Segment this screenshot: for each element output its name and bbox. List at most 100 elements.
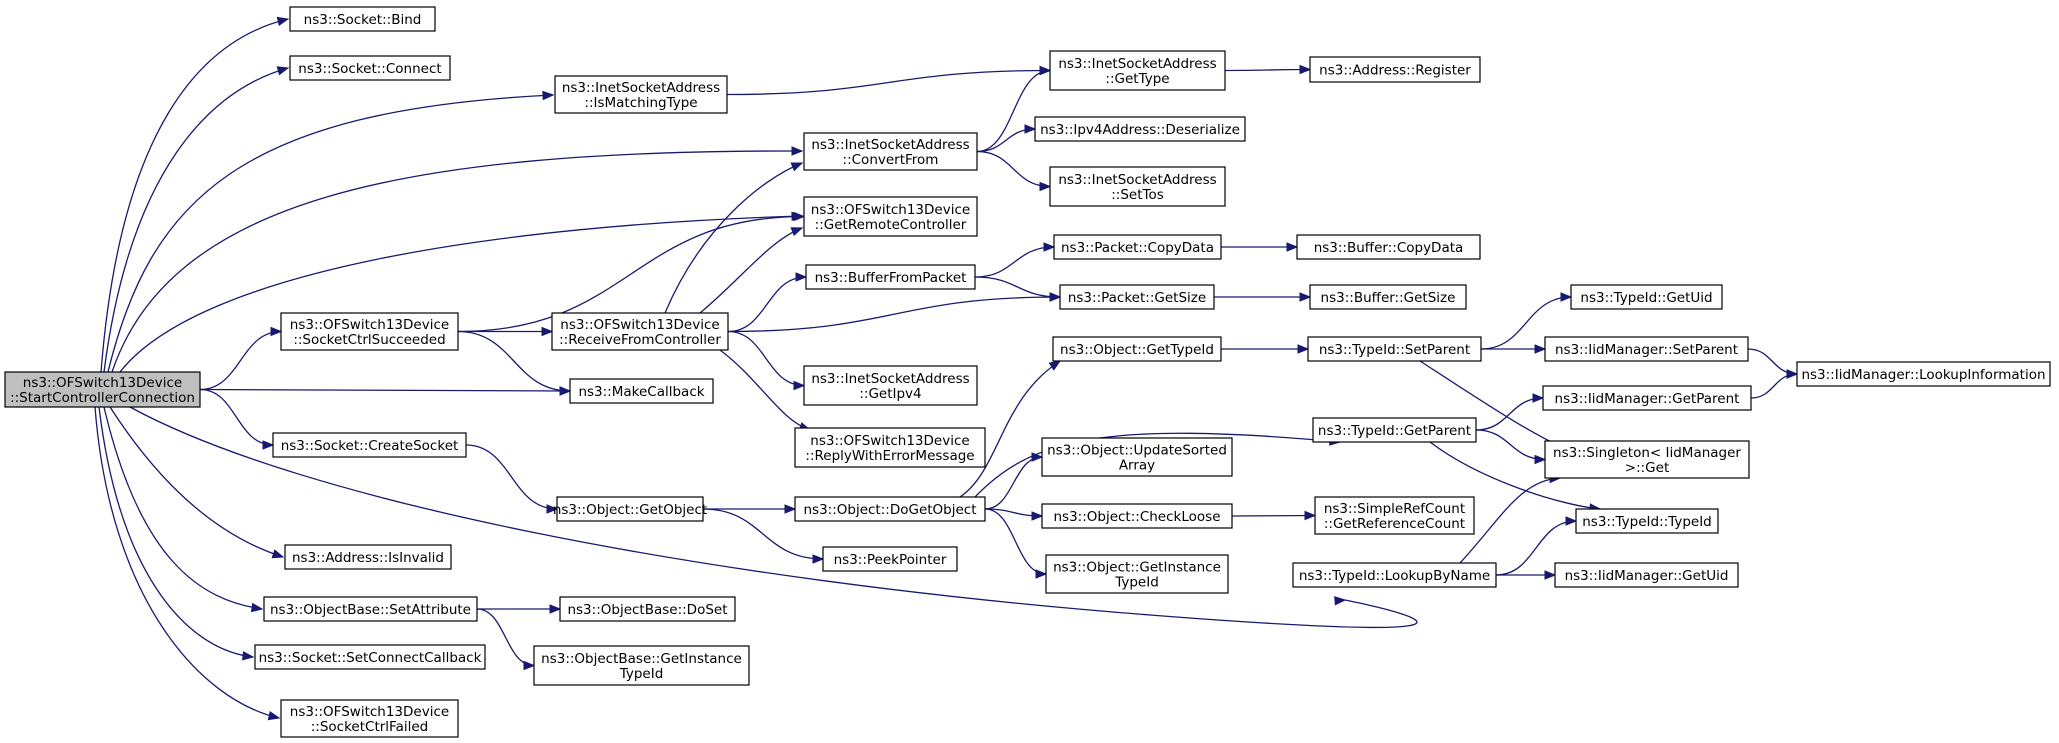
node-box (569, 378, 714, 404)
node-convertfrom[interactable]: ns3::InetSocketAddress::ConvertFrom (803, 132, 978, 171)
node-tidgetparent[interactable]: ns3::TypeId::GetParent (1312, 417, 1477, 443)
edge-getobject-to-peekpointer (702, 508, 825, 564)
node-label: ns3::Object::CheckLoose (1053, 509, 1220, 525)
node-label: ns3::ObjectBase::SetAttribute (270, 602, 471, 618)
edge-arrowhead (271, 549, 285, 559)
edge-line (984, 456, 1043, 510)
node-dogetobject[interactable]: ns3::Object::DoGetObject (794, 496, 986, 522)
node-root[interactable]: ns3::OFSwitch13Device::StartControllerCo… (4, 371, 201, 408)
node-box (1041, 437, 1233, 477)
edge-tidsetparent-to-tidgetuid (1480, 292, 1573, 350)
edge-ismatching-to-ingettype (726, 65, 1052, 96)
node-tidtypeid[interactable]: ns3::TypeId::TypeId (1575, 508, 1719, 534)
node-settos[interactable]: ns3::InetSocketAddress::SetTos (1049, 166, 1226, 207)
node-bufgetsize[interactable]: ns3::Buffer::GetSize (1309, 284, 1467, 310)
node-label: ns3::InetSocketAddress (811, 371, 969, 387)
edge-tidsetparent-to-iidsetparent (1481, 344, 1547, 354)
node-getremote[interactable]: ns3::OFSwitch13Device::GetRemoteControll… (803, 196, 978, 237)
node-pktgetsize[interactable]: ns3::Packet::GetSize (1059, 284, 1215, 310)
node-label: ns3::Ipv4Address::Deserialize (1040, 122, 1240, 138)
node-box (1045, 554, 1229, 594)
node-label: ns3::Socket::SetConnectCallback (259, 650, 482, 666)
node-failed[interactable]: ns3::OFSwitch13Device::SocketCtrlFailed (280, 699, 459, 738)
node-ipv4deser[interactable]: ns3::Ipv4Address::Deserialize (1034, 116, 1246, 142)
node-box (803, 365, 978, 406)
node-getipv4[interactable]: ns3::InetSocketAddress::GetIpv4 (803, 365, 978, 406)
edge-dogetobject-to-updatesorted (984, 452, 1044, 510)
node-singleton[interactable]: ns3::Singleton< IidManager >::Get (1544, 440, 1750, 479)
node-label: ns3::OFSwitch13Device (23, 375, 182, 391)
node-simpleref[interactable]: ns3::SimpleRefCount::GetReferenceCount (1314, 496, 1475, 535)
node-register[interactable]: ns3::Address::Register (1309, 56, 1481, 83)
node-iidgetparent[interactable]: ns3::IidManager::GetParent (1542, 385, 1752, 411)
edge-line (976, 150, 1051, 188)
node-ismatching[interactable]: ns3::InetSocketAddress::IsMatchingType (554, 75, 728, 114)
node-pktcopydata[interactable]: ns3::Packet::CopyData (1053, 234, 1222, 260)
edge-arrowhead (1299, 64, 1312, 75)
edge-line (199, 388, 571, 392)
node-iidsetparent[interactable]: ns3::IidManager::SetParent (1544, 336, 1749, 362)
node-label: ns3::IidManager::SetParent (1555, 342, 1738, 358)
edge-setattribute-to-obgetinst (476, 608, 536, 671)
node-label: ns3::InetSocketAddress (811, 137, 969, 153)
node-box (1049, 50, 1226, 91)
node-box (1544, 440, 1750, 479)
node-label: ::GetType (1105, 71, 1169, 87)
node-succeeded[interactable]: ns3::OFSwitch13Device::SocketCtrlSucceed… (280, 312, 459, 351)
node-box (822, 546, 958, 572)
node-label: ns3::Socket::Bind (304, 12, 422, 28)
node-box (1544, 336, 1749, 362)
node-box (4, 371, 201, 408)
edge-root-to-setconnectcb (98, 406, 255, 661)
node-receive[interactable]: ns3::OFSwitch13Device::ReceiveFromContro… (551, 312, 729, 351)
node-bufferfrompacket[interactable]: ns3::BufferFromPacket (805, 264, 976, 290)
edge-dogetobject-to-objgetinst (984, 508, 1048, 579)
node-label: ns3::OFSwitch13Device (810, 433, 969, 449)
node-label: ns3::Address::Register (1319, 63, 1471, 79)
edge-root-to-failed (94, 406, 281, 721)
node-label: ns3::TypeId::SetParent (1319, 342, 1470, 358)
node-gettypeid[interactable]: ns3::Object::GetTypeId (1052, 336, 1222, 362)
node-setconnectcb[interactable]: ns3::Socket::SetConnectCallback (254, 644, 486, 670)
edge-receive-to-replyerr (719, 349, 812, 432)
node-peekpointer[interactable]: ns3::PeekPointer (822, 546, 958, 572)
node-setattribute[interactable]: ns3::ObjectBase::SetAttribute (263, 596, 478, 622)
node-makecallback[interactable]: ns3::MakeCallback (569, 378, 714, 404)
edge-bufferfrompacket-to-pktgetsize (974, 276, 1062, 302)
node-iidgetuid[interactable]: ns3::IidManager::GetUid (1554, 562, 1739, 588)
node-connect[interactable]: ns3::Socket::Connect (289, 55, 451, 81)
edge-convertfrom-to-ingettype (976, 65, 1052, 153)
node-lookupbyname[interactable]: ns3::TypeId::LookupByName (1292, 562, 1497, 588)
edge-arrowhead (542, 90, 555, 101)
node-lookupinfo[interactable]: ns3::IidManager::LookupInformation (1796, 361, 2051, 387)
edge-bufferfrompacket-to-pktcopydata (974, 242, 1056, 278)
node-label: ns3::Object::GetInstance (1053, 560, 1221, 576)
node-isinvalid[interactable]: ns3::Address::IsInvalid (284, 544, 452, 570)
node-checkloose[interactable]: ns3::Object::CheckLoose (1041, 503, 1233, 529)
node-box (263, 596, 478, 622)
node-label: ns3::InetSocketAddress (562, 80, 720, 96)
edge-line (199, 330, 282, 391)
node-getobject[interactable]: ns3::Object::GetObject (553, 496, 707, 522)
node-label: ns3::MakeCallback (578, 384, 704, 400)
node-label: TypeId (619, 666, 664, 682)
node-tidgetuid[interactable]: ns3::TypeId::GetUid (1570, 284, 1723, 310)
edge-line (1747, 348, 1798, 375)
edge-arrowhead (1565, 516, 1578, 526)
node-bind[interactable]: ns3::Socket::Bind (289, 6, 436, 32)
edge-arrowhead (793, 211, 806, 222)
node-createsocket[interactable]: ns3::Socket::CreateSocket (272, 432, 467, 458)
edge-arrowhead (793, 380, 806, 391)
edge-line (727, 276, 807, 333)
node-box (1052, 336, 1222, 362)
node-replyerr[interactable]: ns3::OFSwitch13Device::ReplyWithErrorMes… (794, 427, 986, 468)
node-bufcopydata[interactable]: ns3::Buffer::CopyData (1296, 234, 1481, 260)
node-tidsetparent[interactable]: ns3::TypeId::SetParent (1307, 336, 1482, 362)
nodes-layer: ns3::OFSwitch13Device::StartControllerCo… (4, 6, 2051, 738)
node-ingettype[interactable]: ns3::InetSocketAddress::GetType (1049, 50, 1226, 91)
node-dost[interactable]: ns3::ObjectBase::DoSet (559, 596, 736, 622)
edge-arrowhead (1560, 292, 1573, 302)
